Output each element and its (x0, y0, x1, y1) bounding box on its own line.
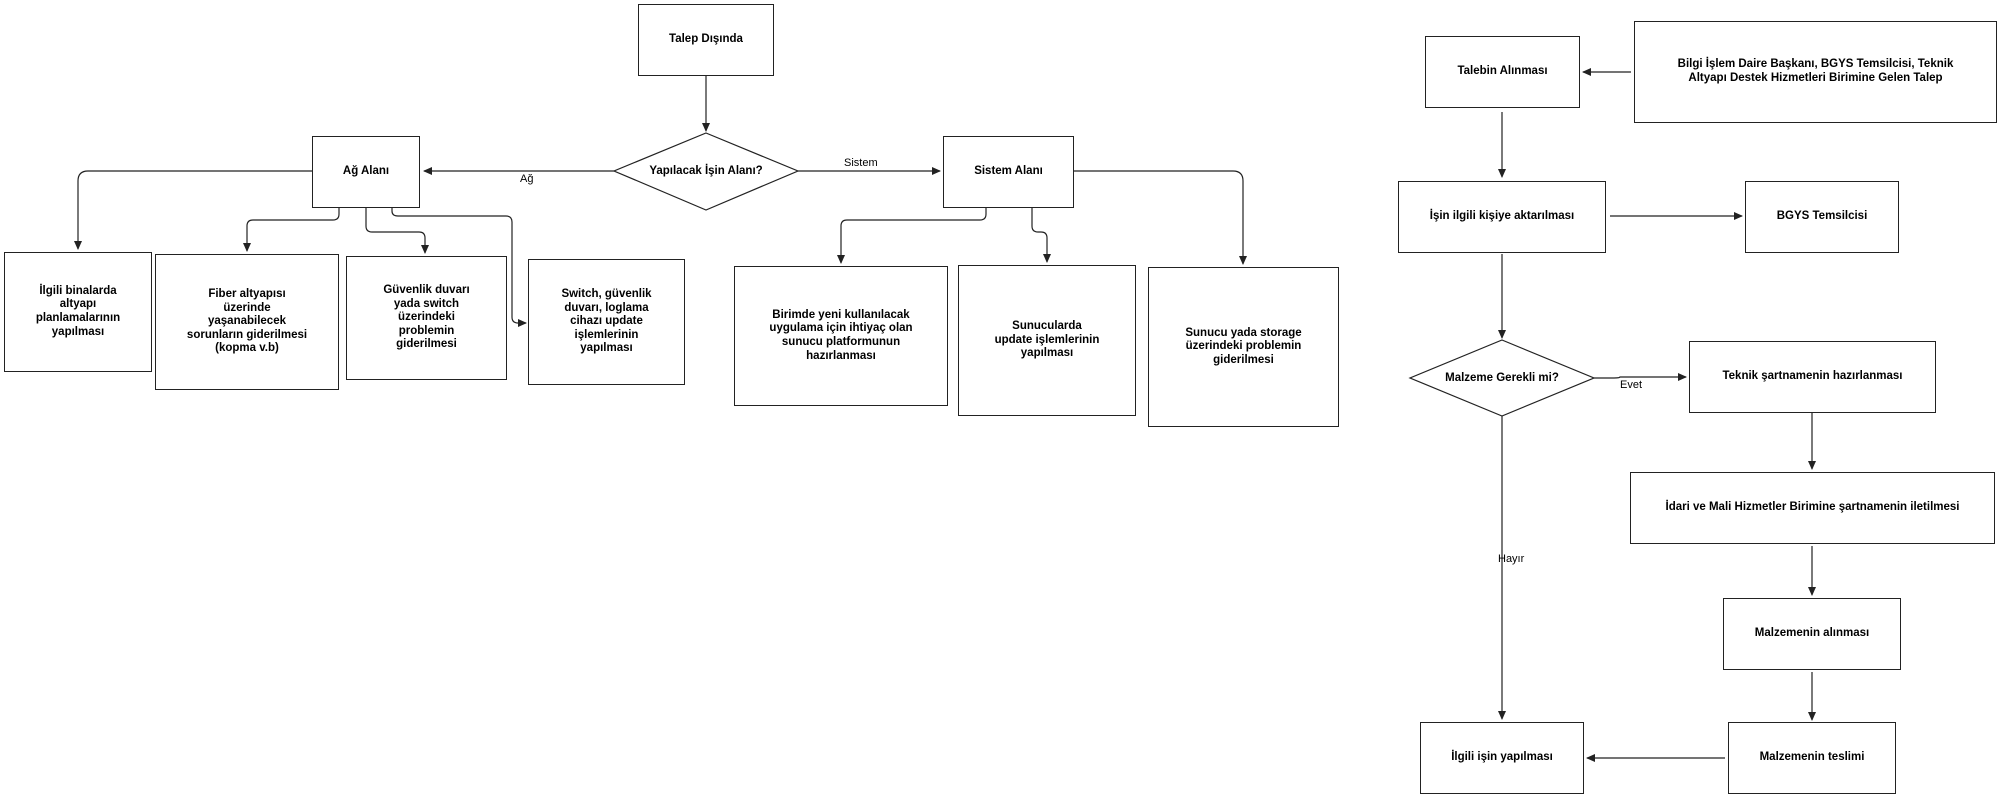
purchase-material-node: Malzemenin alınması (1723, 598, 1901, 670)
sistem-alani-node: Sistem Alanı (943, 136, 1074, 208)
edge-sistem-to-task-2 (1031, 207, 1051, 263)
source-request-node: Bilgi İşlem Daire Başkanı, BGYS Temsilci… (1634, 21, 1997, 123)
start-node-talep-disinda: Talep Dışında (638, 4, 774, 76)
edge-ag-to-task-1 (74, 170, 312, 250)
ag-alani-node: Ağ Alanı (312, 136, 420, 208)
sistem-task-node: Sunucu yada storage üzerindeki problemin… (1148, 267, 1339, 427)
receive-request-node: Talebin Alınması (1425, 36, 1580, 108)
technical-spec-node: Teknik şartnamenin hazırlanması (1689, 341, 1936, 413)
edge-ag-to-task-4 (391, 207, 527, 327)
edge-sistem-to-task-1 (837, 207, 987, 264)
sistem-task-node: Birimde yeni kullanılacak uygulama için … (734, 266, 948, 406)
edge-ag-to-task-3 (365, 207, 429, 254)
bgys-representative-node: BGYS Temsilcisi (1745, 181, 1899, 253)
ag-task-node: Fiber altyapısı üzerinde yaşanabilecek s… (155, 254, 339, 390)
decision-diamond-task-area (612, 132, 800, 211)
edge-decision-yes (1594, 373, 1687, 381)
edge-ag-to-task-2 (243, 207, 340, 252)
sistem-task-node: Sunucularda update işlemlerinin yapılmas… (958, 265, 1136, 416)
send-spec-node: İdari ve Mali Hizmetler Birimine şartnam… (1630, 472, 1995, 544)
assign-work-node: İşin ilgili kişiye aktarılması (1398, 181, 1606, 253)
decision-label-task-area: Yapılacak İşin Alanı? (649, 165, 763, 177)
ag-task-node: Switch, güvenlik duvarı, loglama cihazı … (528, 259, 685, 385)
deliver-material-node: Malzemenin teslimi (1728, 722, 1896, 794)
edge-label-sistem: Sistem (844, 157, 878, 169)
edge-label-ag: Ağ (520, 173, 534, 185)
edge-label-hayir: Hayır (1498, 553, 1525, 565)
do-related-work-node: İlgili işin yapılması (1420, 722, 1584, 794)
edge-sistem-to-task-3 (1074, 170, 1247, 265)
ag-task-node: İlgili binalarda altyapı planlamalarının… (4, 252, 152, 372)
ag-task-node: Güvenlik duvarı yada switch üzerindeki p… (346, 256, 507, 380)
decision-label-material: Malzeme Gerekli mi? (1445, 372, 1559, 384)
edge-label-evet: Evet (1620, 379, 1643, 391)
